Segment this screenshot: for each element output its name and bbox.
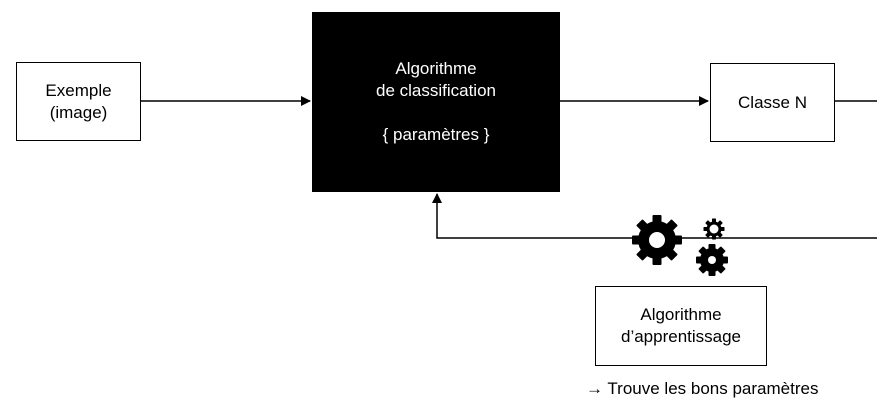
learning-line2: d’apprentissage — [620, 327, 742, 346]
classifier-node: Algorithme de classification { paramètre… — [312, 12, 560, 192]
gears-icon — [632, 215, 728, 276]
classifier-line1: Algorithme — [395, 59, 477, 78]
classifier-line2: de classification — [375, 81, 496, 100]
example-node: Exemple (image) — [16, 62, 141, 141]
feedback-arrow — [432, 193, 877, 239]
classifier-params: { paramètres } — [382, 125, 490, 144]
learning-line1: Algorithme — [640, 305, 722, 324]
finds-parameters-note: → Trouve les bons paramètres — [586, 379, 819, 398]
class-output-node: Classe N — [710, 63, 835, 142]
example-line1: Exemple — [45, 80, 112, 100]
example-line2: (image) — [49, 102, 108, 122]
class-label: Classe N — [738, 92, 807, 112]
learning-algorithm-node: Algorithme d’apprentissage — [595, 286, 767, 366]
